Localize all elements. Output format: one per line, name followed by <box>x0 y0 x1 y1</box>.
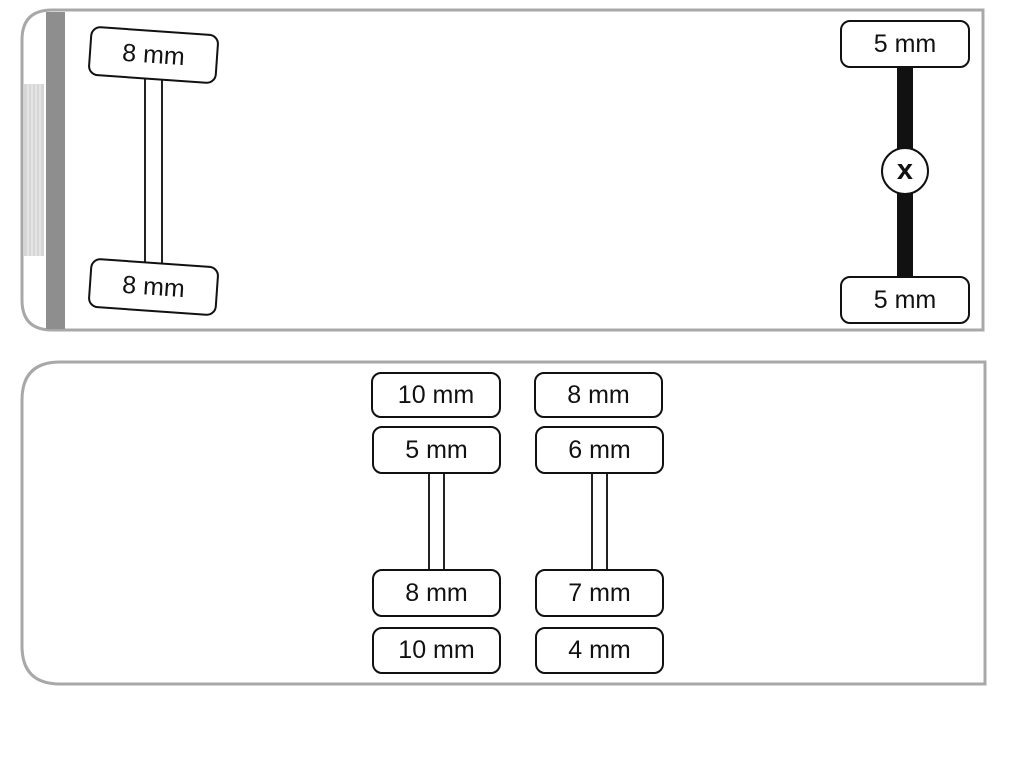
left-axle-inner-bottom-measure: 8 mm <box>372 569 501 617</box>
rear-axle-marker-label: x <box>896 153 914 186</box>
right-axle-inner-bottom-measure: 7 mm <box>535 569 664 617</box>
left-axle-outer-bottom-measure: 10 mm <box>372 627 501 674</box>
left-axle-outer-top-measure: 10 mm <box>371 372 501 418</box>
rear-axle-bottom-measure: 5 mm <box>840 276 970 324</box>
rear-axle-marker <box>881 147 929 195</box>
right-axle-outer-bottom-measure: 4 mm <box>535 627 664 674</box>
rear-axle-top-measure: 5 mm <box>840 20 970 68</box>
front-axle-top-measure: 8 mm <box>87 25 220 85</box>
left-axle-inner-top-measure: 5 mm <box>372 426 501 474</box>
right-axle-outer-top-measure: 8 mm <box>534 372 663 418</box>
bottom-left-axle-shaft <box>428 469 445 581</box>
right-axle-inner-top-measure: 6 mm <box>535 426 664 474</box>
front-axle-bottom-measure: 8 mm <box>87 257 220 317</box>
front-bumper-strip <box>46 12 65 329</box>
bottom-right-axle-shaft <box>591 469 608 581</box>
top-vehicle-outline <box>20 8 985 332</box>
bottom-vehicle-outline <box>20 360 987 686</box>
front-grille <box>24 84 44 256</box>
